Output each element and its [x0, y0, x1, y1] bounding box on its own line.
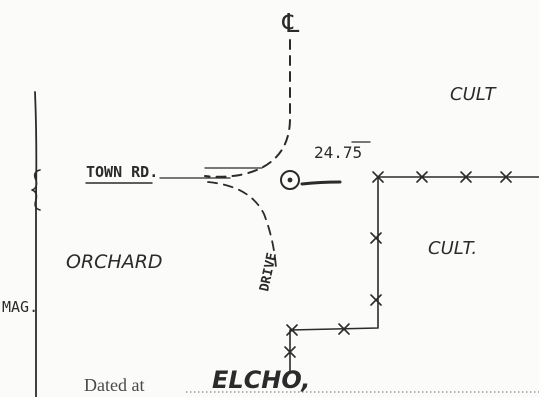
centerline-symbol: ℄ [279, 9, 302, 39]
fence-x-mark [372, 171, 384, 183]
fence-line [289, 176, 539, 373]
mag-label: MAG. [2, 298, 38, 316]
dated-at-label: Dated at [84, 375, 144, 395]
town-road-edge [159, 167, 263, 179]
fence-x-mark [286, 324, 298, 336]
fence-x-mark [370, 232, 382, 244]
measurement-label: 24.75 [314, 143, 362, 162]
fence-x-mark [500, 171, 512, 183]
road-centerline [204, 39, 291, 178]
circled-dot-icon [280, 170, 300, 190]
drive-path [207, 181, 277, 269]
fence-x-mark [370, 294, 382, 306]
drive-label: DRIVE [257, 251, 280, 292]
fence-x-mark [460, 171, 472, 183]
magnetic-north-line [34, 91, 38, 397]
cult-middle-label: CULT. [428, 238, 477, 259]
orchard-label: ORCHARD [66, 251, 163, 273]
place-name: ELCHO, [212, 366, 310, 394]
town-road-label: TOWN RD. [86, 163, 158, 181]
smudge-mark [300, 180, 342, 186]
cult-top-label: CULT [450, 84, 498, 105]
fence-x-marks [284, 171, 512, 358]
brace-icon [31, 169, 41, 211]
fence-x-mark [338, 323, 350, 335]
fence-x-mark [284, 346, 296, 358]
fence-x-mark [416, 171, 428, 183]
